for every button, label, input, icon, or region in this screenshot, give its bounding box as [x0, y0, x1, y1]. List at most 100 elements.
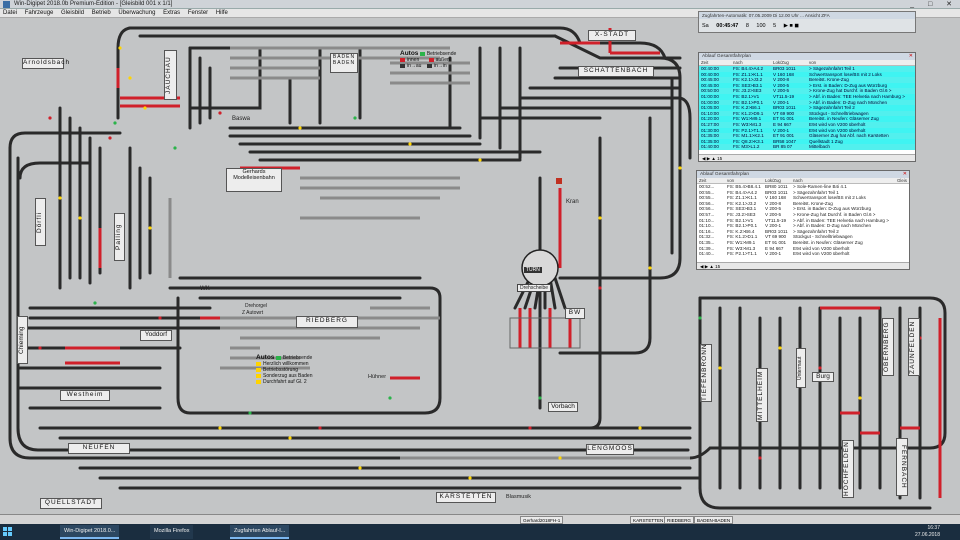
- station-neufen[interactable]: NEUFEN: [68, 443, 130, 454]
- station-palling[interactable]: Palling: [114, 213, 125, 261]
- schedule-cell: E 94 667: [765, 245, 784, 251]
- legend-top-aussen: außen: [435, 57, 450, 63]
- menu-betrieb[interactable]: Betrieb: [91, 10, 111, 16]
- station-bw[interactable]: BW: [565, 308, 585, 319]
- menu-hilfe[interactable]: Hilfe: [215, 10, 228, 16]
- station-dorfli[interactable]: Dörfli: [35, 198, 46, 246]
- station-gerhards[interactable]: Gerhards Modelleisenbahn: [226, 168, 282, 192]
- schedule-panel-bottom[interactable]: Ablauf Gesamtfahrplan✕ Zeit von Lok/Zug …: [696, 170, 910, 270]
- schedule-cell: Gläserner Zug hat Abf. nach Karstetten: [809, 133, 889, 139]
- schedule-panel-top[interactable]: Ablauf Gesamtfahrplan✕ Zeit nach Lok/Zug…: [698, 52, 916, 162]
- windows-start-icon[interactable]: [3, 527, 13, 537]
- schedule-cell: 00:45:00: [701, 82, 719, 88]
- close-icon[interactable]: ✕: [902, 171, 907, 177]
- system-clock[interactable]: 16:37 27.06.2018: [914, 525, 940, 538]
- schedule-bottom-header: Zeit von Lok/Zug nach Gleis: [697, 178, 909, 184]
- clock-factor[interactable]: 8: [745, 23, 749, 29]
- menu-datei[interactable]: Datei: [3, 10, 18, 16]
- schedule-cell: ET 91 001: [765, 239, 787, 245]
- app-icon: [3, 1, 10, 8]
- station-untermaut[interactable]: Untermaut: [796, 348, 806, 388]
- clock-speed[interactable]: 100: [756, 23, 766, 29]
- clock-play-icon[interactable]: ▶ ■ ◼: [783, 23, 799, 29]
- schedule-cell: E94 wird von V200 überholt: [793, 245, 850, 251]
- menu-fenster[interactable]: Fenster: [187, 10, 209, 16]
- station-obernberg[interactable]: OBERNBERG: [882, 318, 894, 376]
- station-schattenbach[interactable]: SCHATTENBACH: [578, 66, 654, 77]
- station-yoddorf[interactable]: Yoddorf: [140, 330, 172, 341]
- window-controls[interactable]: _ □ ✕: [910, 1, 958, 8]
- schedule-cell: Stückgut - Schnelltriebwagen: [793, 234, 853, 240]
- station-riedberg[interactable]: RIEDBERG: [296, 316, 358, 328]
- station-arnoldsbach[interactable]: Arnoldsbach: [22, 58, 69, 69]
- turn-button[interactable]: TURN: [524, 267, 542, 273]
- schedule-top-footer[interactable]: ◀ ▶ ▲ 15: [699, 154, 915, 161]
- track-layout-svg[interactable]: [0, 18, 960, 514]
- taskbar-tab-windigipet[interactable]: Win-Digipet 2018.0...: [60, 525, 120, 539]
- turntable-label[interactable]: Drehscheibe: [517, 284, 552, 292]
- taskbar-karstetten[interactable]: KARSTETTEN: [630, 516, 667, 524]
- menu-ueberwachung[interactable]: Überwachung: [118, 10, 156, 16]
- station-burg[interactable]: Burg: [812, 372, 834, 382]
- taskbar-gerhard[interactable]: Gerhard2018FH-1: [520, 516, 564, 524]
- station-fernbach[interactable]: FERNBACH: [896, 438, 908, 496]
- taskbar-baden-baden[interactable]: BADEN-BADEN: [694, 516, 734, 524]
- station-quellstadt[interactable]: QUELLSTADT: [40, 498, 102, 509]
- taskbar-riedberg[interactable]: RIEDBERG: [664, 516, 694, 524]
- station-jauchau[interactable]: JAUCHAU: [164, 50, 177, 100]
- station-tiefenbronn[interactable]: TIEFENBRONN: [700, 343, 712, 402]
- station-karstetten[interactable]: KARSTETTEN: [436, 492, 496, 503]
- station-mittelheim[interactable]: MITTELHEIM: [756, 368, 768, 422]
- station-x-stadt[interactable]: X-STADT: [588, 30, 636, 41]
- clock-count[interactable]: 5: [773, 23, 777, 29]
- station-chieming[interactable]: Chieming: [17, 316, 28, 364]
- menu-fahrzeuge[interactable]: Fahrzeuge: [24, 10, 54, 16]
- station-baden[interactable]: BADEN BADEN: [330, 53, 358, 73]
- menu-gleisbild[interactable]: Gleisbild: [61, 10, 85, 16]
- legend-mid-item-0: Betriebsende: [282, 355, 313, 361]
- schedule-cell: 01:35:00: [701, 138, 719, 144]
- schedule-bottom-title: Ablauf Gesamtfahrplan✕: [697, 171, 909, 178]
- station-lengmoos[interactable]: LENGMOOS: [586, 444, 634, 455]
- schedule-cell: 01:20:00: [701, 116, 719, 122]
- taskbar-tab-firefox[interactable]: Mozilla Firefox: [150, 525, 194, 539]
- station-hochfelden[interactable]: HOCHFELDEN: [842, 440, 854, 498]
- station-westheim[interactable]: Westheim: [60, 390, 110, 401]
- schedule-cell: > Abf. in Baden: D-Zug nach München: [809, 99, 888, 105]
- menu-extras[interactable]: Extras: [163, 10, 181, 16]
- taskbar-tab-zugfahrten[interactable]: Zugfahrten Ablauf-I...: [230, 525, 290, 539]
- station-vorbach[interactable]: Vorbach: [548, 402, 578, 412]
- schedule-cell: FS: K.2>B6.1: [733, 105, 761, 111]
- schedule-bottom-footer[interactable]: ◀ ▶ ▲ 15: [697, 262, 909, 269]
- close-icon[interactable]: ✕: [908, 53, 913, 59]
- station-zaunfelden[interactable]: ZAUNFELDEN: [908, 318, 920, 376]
